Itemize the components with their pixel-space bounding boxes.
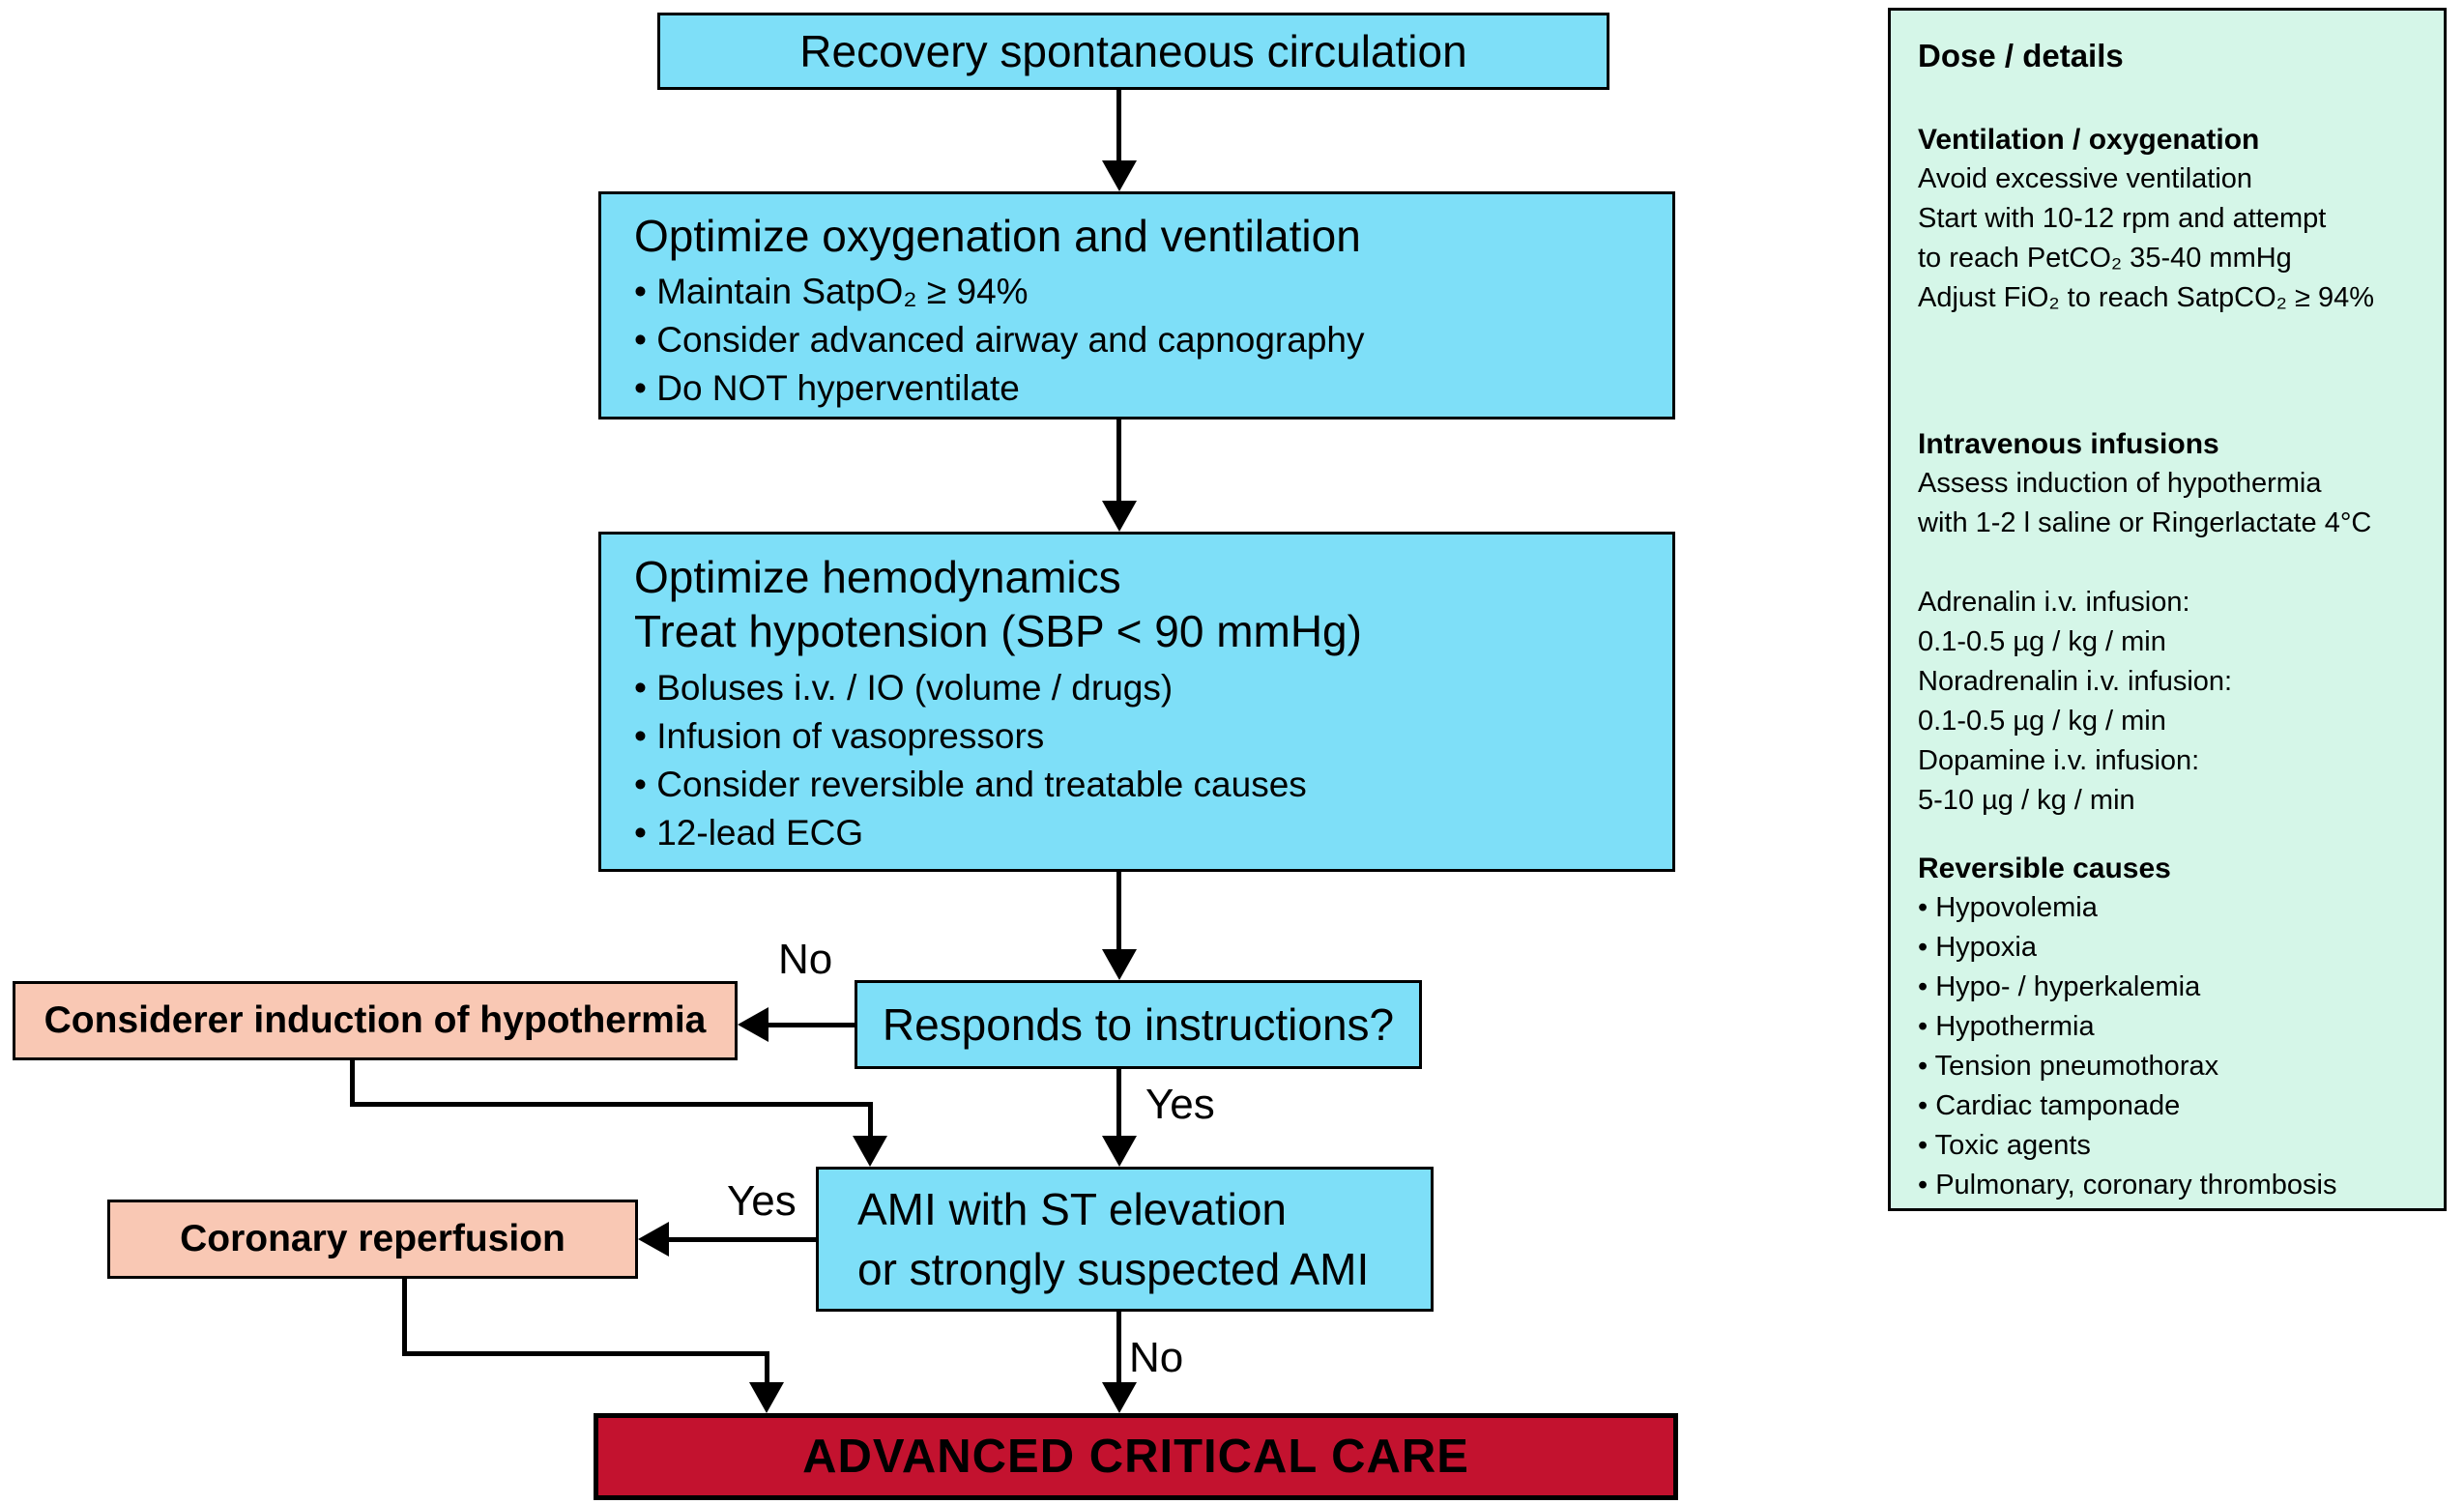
bullet-item: • Boluses i.v. / IO (volume / drugs) — [634, 668, 1174, 708]
node-ami-st-elevation: AMI with ST elevation or strongly suspec… — [816, 1167, 1434, 1312]
connector-line — [402, 1279, 407, 1356]
bullet-item: • Consider advanced airway and capnograp… — [634, 320, 1365, 360]
panel-section-infusions: Intravenous infusions Assess induction o… — [1918, 424, 2430, 821]
panel-line: Start with 10-12 rpm and attempt — [1918, 203, 2327, 234]
node-optimize-oxygenation: Optimize oxygenation and ventilation • M… — [598, 191, 1675, 419]
section-heading: Reversible causes — [1918, 853, 2171, 884]
connector-line — [768, 1023, 855, 1027]
panel-line: 5-10 µg / kg / min — [1918, 785, 2135, 816]
panel-section-ventilation: Ventilation / oxygenation Avoid excessiv… — [1918, 120, 2430, 318]
connector-line — [1116, 1312, 1121, 1386]
panel-line: 0.1-0.5 µg / kg / min — [1918, 706, 2166, 737]
bullet-item: • Do NOT hyperventilate — [634, 368, 1020, 408]
edge-label-yes: Yes — [1145, 1081, 1215, 1128]
node-title: Considerer induction of hypothermia — [43, 999, 707, 1041]
panel-line: to reach PetCO₂ 35-40 mmHg — [1918, 243, 2292, 274]
dose-details-panel: Dose / details Ventilation / oxygenation… — [1888, 8, 2447, 1211]
node-title: Treat hypotension (SBP < 90 mmHg) — [634, 606, 1362, 656]
panel-line: Adrenalin i.v. infusion: — [1918, 587, 2190, 618]
edge-label-yes: Yes — [727, 1177, 797, 1225]
panel-line: • Tension pneumothorax — [1918, 1051, 2219, 1082]
panel-line: Dopamine i.v. infusion: — [1918, 745, 2200, 776]
connector-line — [1116, 872, 1121, 953]
node-induction-hypothermia: Considerer induction of hypothermia — [13, 981, 738, 1060]
section-heading: Ventilation / oxygenation — [1918, 124, 2260, 156]
node-advanced-critical-care: ADVANCED CRITICAL CARE — [594, 1413, 1678, 1500]
edge-label-no: No — [1129, 1334, 1184, 1381]
panel-line: Assess induction of hypothermia — [1918, 468, 2322, 499]
node-responds-to-instructions: Responds to instructions? — [855, 980, 1422, 1069]
node-optimize-hemodynamics: Optimize hemodynamics Treat hypotension … — [598, 532, 1675, 872]
panel-line: • Cardiac tamponade — [1918, 1090, 2181, 1121]
arrowhead-down-icon — [749, 1382, 784, 1413]
connector-line — [350, 1060, 355, 1107]
arrowhead-down-icon — [853, 1136, 887, 1167]
arrowhead-down-icon — [1102, 1136, 1137, 1167]
connector-line — [1116, 90, 1121, 164]
node-recovery-circulation: Recovery spontaneous circulation — [657, 13, 1609, 90]
node-title: Optimize oxygenation and ventilation — [634, 211, 1361, 261]
panel-line: Noradrenalin i.v. infusion: — [1918, 666, 2233, 697]
bullet-item: • Infusion of vasopressors — [634, 716, 1045, 756]
connector-line — [669, 1237, 816, 1242]
panel-line: • Hypovolemia — [1918, 892, 2098, 923]
arrowhead-down-icon — [1102, 1382, 1137, 1413]
edge-label-no: No — [778, 936, 833, 983]
connector-line — [868, 1102, 873, 1140]
panel-line: Avoid excessive ventilation — [1918, 163, 2253, 194]
panel-section-reversible-causes: Reversible causes • Hypovolemia • Hypoxi… — [1918, 849, 2430, 1205]
node-title: AMI with ST elevation — [857, 1184, 1288, 1234]
panel-line: • Hypothermia — [1918, 1011, 2095, 1042]
node-title: Recovery spontaneous circulation — [799, 26, 1467, 76]
bullet-item: • 12-lead ECG — [634, 813, 864, 853]
connector-line — [350, 1102, 873, 1107]
bullet-item: • Consider reversible and treatable caus… — [634, 765, 1307, 804]
node-title: ADVANCED CRITICAL CARE — [802, 1431, 1469, 1483]
panel-line: • Pulmonary, coronary thrombosis — [1918, 1170, 2337, 1200]
connector-line — [402, 1351, 769, 1356]
arrowhead-left-icon — [738, 1007, 768, 1042]
panel-line: • Hypoxia — [1918, 932, 2037, 963]
arrowhead-down-icon — [1102, 501, 1137, 532]
panel-line: with 1-2 l saline or Ringerlactate 4°C — [1918, 507, 2372, 538]
node-title: Optimize hemodynamics — [634, 552, 1121, 602]
panel-line: 0.1-0.5 µg / kg / min — [1918, 626, 2166, 657]
node-title: Coronary reperfusion — [180, 1218, 565, 1259]
arrowhead-down-icon — [1102, 949, 1137, 980]
panel-title: Dose / details — [1918, 38, 2124, 73]
bullet-item: • Maintain SatpO₂ ≥ 94% — [634, 272, 1029, 311]
arrowhead-left-icon — [638, 1222, 669, 1257]
panel-line: • Toxic agents — [1918, 1130, 2091, 1161]
panel-line: Adjust FiO₂ to reach SatpCO₂ ≥ 94% — [1918, 282, 2375, 313]
connector-line — [1116, 419, 1121, 505]
node-coronary-reperfusion: Coronary reperfusion — [107, 1200, 638, 1279]
node-title: or strongly suspected AMI — [857, 1244, 1370, 1294]
section-heading: Intravenous infusions — [1918, 428, 2219, 460]
node-title: Responds to instructions? — [882, 999, 1395, 1050]
connector-line — [765, 1351, 769, 1386]
arrowhead-down-icon — [1102, 160, 1137, 191]
connector-line — [1116, 1069, 1121, 1140]
panel-line: • Hypo- / hyperkalemia — [1918, 971, 2201, 1002]
